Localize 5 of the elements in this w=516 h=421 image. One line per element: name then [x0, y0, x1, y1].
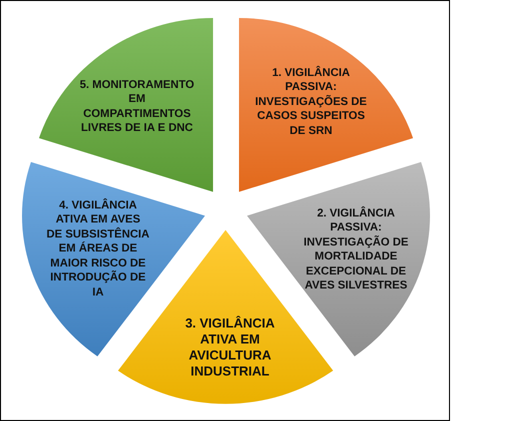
segment-label: 4. VIGILÂNCIA ATIVA EM AVES DE SUBSISTÊNCIA EM ÁREAS DE MAIOR RISCO DE INTRODUÇÃO DE IA [46, 198, 150, 300]
segment-label: 2. VIGILÂNCIA PASSIVA: INVESTIGAÇÃO DE MORTALIDADE EXCEPCIONAL DE AVES SILVESTRES [302, 206, 409, 294]
segment-label: 1. VIGILÂNCIA PASSIVA: INVESTIGAÇÕES DE CASOS SUSPEITOS DE SRN [254, 66, 368, 138]
segment-label: 5. MONITORAMENTO EM COMPARTIMENTOS LIVRES DE IA E DNC [78, 78, 196, 136]
segment-label: 3. VIGILÂNCIA ATIVA EM AVICULTURA INDUSTRIAL [184, 315, 276, 379]
